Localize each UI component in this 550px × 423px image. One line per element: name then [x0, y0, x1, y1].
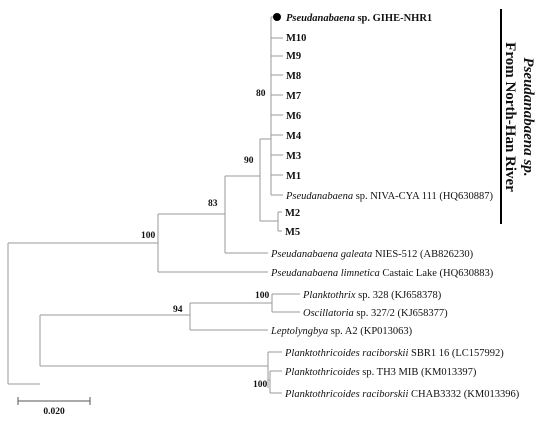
tip-m4: M4	[286, 131, 302, 142]
bootstrap-83: 83	[208, 199, 218, 209]
tip-gihe: Pseudanabaena sp. GIHE-NHR1	[286, 13, 432, 24]
tip-m2: M2	[285, 208, 300, 219]
bootstrap-values: 80 90 83 100 100 94 100	[141, 89, 270, 390]
bootstrap-90: 90	[244, 156, 254, 166]
bootstrap-100-root: 100	[141, 231, 156, 241]
tip-m8: M8	[286, 71, 301, 82]
tip-m7: M7	[286, 91, 301, 102]
tip-galeata: Pseudanabaena galeata NIES-512 (AB826230…	[270, 249, 474, 260]
tip-planktothrix: Planktothrix sp. 328 (KJ658378)	[302, 290, 442, 301]
group-label: Pseudanabaena sp. From North-Han River	[502, 42, 536, 192]
tip-planktothricoides-th3: Planktothricoides sp. TH3 MIB (KM013397)	[284, 367, 477, 378]
tip-planktothricoides-sbr1: Planktothricoides raciborskii SBR1 16 (L…	[284, 348, 504, 359]
scale-bar: 0.020	[17, 397, 91, 417]
tip-m9: M9	[286, 51, 301, 62]
bootstrap-100-planktothrix: 100	[255, 291, 270, 301]
tree-branches	[7, 16, 300, 394]
bootstrap-94: 94	[173, 305, 183, 315]
bootstrap-100-planktothricoides: 100	[253, 380, 268, 390]
tip-labels: Pseudanabaena sp. GIHE-NHR1 M10 M9 M8 M7…	[270, 13, 520, 400]
tip-m10: M10	[286, 33, 306, 44]
group-label-line1: Pseudanabaena sp.	[520, 57, 536, 176]
group-label-line2: From North-Han River	[502, 42, 518, 192]
tip-m6: M6	[286, 111, 301, 122]
tip-oscillatoria: Oscillatoria sp. 327/2 (KJ658377)	[303, 308, 448, 319]
tip-limnetica: Pseudanabaena limnetica Castaic Lake (HQ…	[270, 268, 494, 279]
bootstrap-80: 80	[256, 89, 266, 99]
tip-m1: M1	[286, 171, 301, 182]
tip-m3: M3	[286, 151, 301, 162]
tip-m5: M5	[285, 227, 300, 238]
tip-leptolyngbya: Leptolyngbya sp. A2 (KP013063)	[270, 326, 413, 337]
scale-bar-label: 0.020	[43, 407, 65, 417]
tip-planktothricoides-chab: Planktothricoides raciborskii CHAB3332 (…	[284, 389, 520, 400]
filled-circle-marker	[273, 13, 281, 21]
tip-niva: Pseudanabaena sp. NIVA-CYA 111 (HQ630887…	[285, 191, 493, 202]
